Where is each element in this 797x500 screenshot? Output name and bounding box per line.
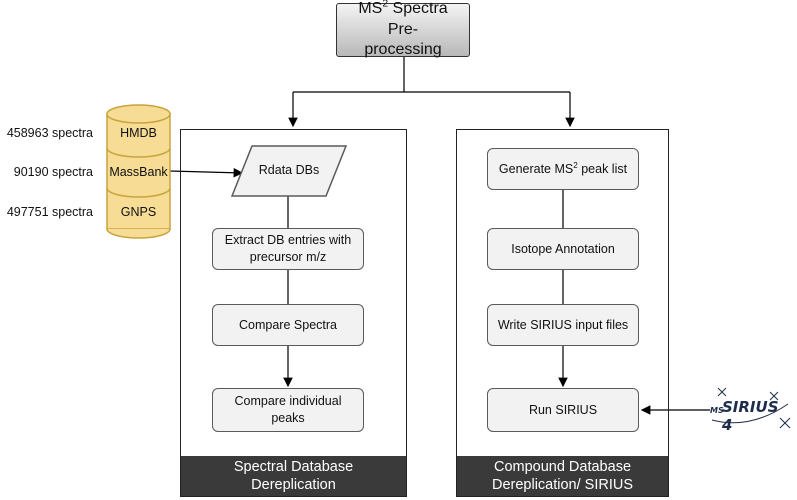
- spectra-count-massbank: 90190 spectra: [13, 165, 93, 179]
- top-split-connector: [288, 57, 575, 128]
- spectral-footer-line1: Spectral Database: [233, 458, 354, 475]
- compare-peaks-line1: Compare individual: [234, 394, 342, 409]
- sirius-logo-ms: MS: [710, 406, 724, 415]
- generate-peak-list-node: Generate MS2 peak list: [487, 148, 639, 190]
- extract-line2: precursor m/z: [249, 250, 327, 264]
- generate-peak-list-label: Generate MS2 peak list: [498, 160, 628, 176]
- compound-database-panel: Compound Database Dereplication/ SIRIUS: [456, 129, 669, 497]
- ms2-preprocessing-line1: MS2 Spectra Pre-: [358, 0, 448, 38]
- compound-footer-line2: Dereplication/ SIRIUS: [491, 477, 634, 493]
- compare-spectra-label: Compare Spectra: [239, 317, 337, 332]
- db-label-hmdb: HMDB: [120, 126, 157, 140]
- isotope-annotation-label: Isotope Annotation: [511, 241, 615, 256]
- compare-spectra-node: Compare Spectra: [212, 304, 364, 346]
- compare-individual-peaks-node: Compare individual peaks: [212, 388, 364, 432]
- spectra-count-list: 458963 spectra 90190 spectra 497751 spec…: [0, 0, 93, 240]
- isotope-annotation-node: Isotope Annotation: [487, 228, 639, 270]
- ms2-preprocessing-line2: processing: [364, 41, 442, 59]
- write-sirius-input-node: Write SIRIUS input files: [487, 304, 639, 346]
- run-sirius-label: Run SIRIUS: [528, 402, 598, 417]
- ms2-preprocessing-node: MS2 Spectra Pre- processing: [336, 0, 470, 58]
- spectra-count-hmdb: 458963 spectra: [6, 126, 93, 140]
- compound-footer-line1: Compound Database: [493, 458, 632, 475]
- sirius-logo-text: SIRIUS 4: [722, 398, 779, 434]
- extract-db-entries-node: Extract DB entries with precursor m/z: [212, 228, 364, 270]
- spectral-footer-line2: Dereplication: [251, 477, 336, 493]
- run-sirius-node: Run SIRIUS: [487, 388, 639, 432]
- extract-line1: Extract DB entries with: [224, 233, 352, 248]
- compound-database-footer: Compound Database Dereplication/ SIRIUS: [457, 456, 668, 496]
- db-label-massbank: MassBank: [109, 165, 168, 179]
- spectral-database-footer: Spectral Database Dereplication: [181, 456, 406, 496]
- compare-peaks-line2: peaks: [271, 411, 305, 425]
- rdata-dbs-shape: [230, 145, 348, 197]
- rdata-dbs-label: Rdata DBs: [258, 163, 320, 177]
- spectra-count-gnps: 497751 spectra: [6, 205, 93, 219]
- db-label-gnps: GNPS: [120, 205, 157, 219]
- database-cylinder: [106, 104, 171, 239]
- spectral-database-panel: Spectral Database Dereplication: [180, 129, 407, 497]
- write-sirius-input-label: Write SIRIUS input files: [497, 317, 629, 332]
- db-to-rdata-arrow: [169, 167, 244, 178]
- sirius-logo: MS SIRIUS 4: [706, 394, 794, 434]
- sirius-logo-stars: [711, 387, 791, 429]
